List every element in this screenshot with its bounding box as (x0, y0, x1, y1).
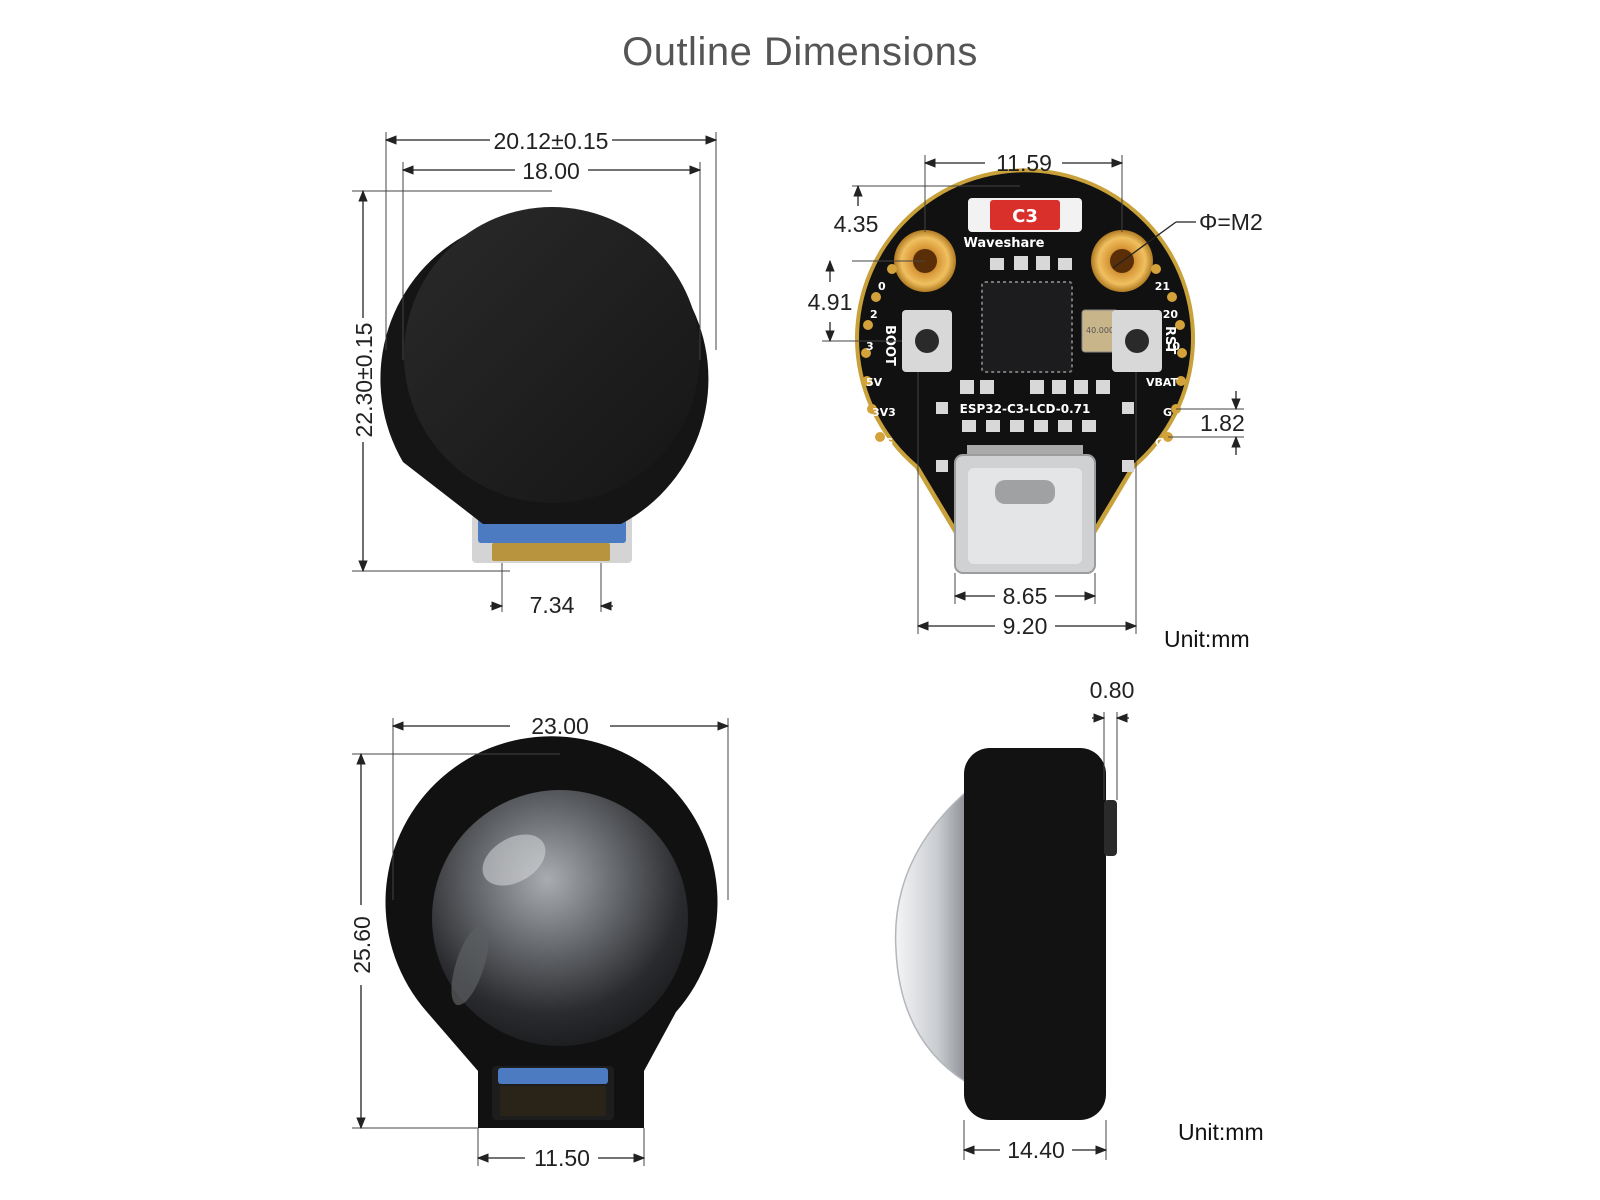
pcb-view: C3 Waveshare 40.000 BOOT RST (808, 150, 1263, 652)
fpc-gold (492, 543, 610, 561)
c3-logo-text: C3 (1012, 206, 1038, 227)
svg-text:2: 2 (870, 308, 878, 321)
silk-rst: RST (1162, 326, 1177, 354)
case-fpc-window (498, 1068, 608, 1084)
svg-text:40.000: 40.000 (1086, 326, 1114, 335)
front-fpc-width: 7.34 (530, 592, 575, 618)
front-height-overall: 22.30±0.15 (351, 323, 377, 438)
smd-components (936, 256, 1134, 472)
pin-labels-right: 21 20 10 VBAT G G (1146, 280, 1180, 449)
front-width-overall: 20.12±0.15 (494, 128, 609, 154)
silk-boot: BOOT (882, 325, 897, 366)
svg-text:G: G (1163, 406, 1172, 419)
case-lens (432, 790, 688, 1046)
pcb-usb-width: 8.65 (1003, 583, 1048, 609)
case-side-view: 0.80 14.40 Unit:mm (894, 677, 1264, 1163)
pcb-unit-label: Unit:mm (1164, 626, 1250, 652)
pcb-pad-pitch: 1.82 (1200, 410, 1245, 436)
svg-text:G: G (884, 436, 893, 449)
svg-text:20: 20 (1163, 308, 1179, 321)
svg-text:3: 3 (866, 340, 874, 353)
c3-logo (990, 200, 1060, 230)
side-unit-label: Unit:mm (1178, 1119, 1264, 1145)
front-view: 20.12±0.15 18.00 22.30±0.15 7.34 (351, 128, 718, 618)
svg-text:21: 21 (1155, 280, 1170, 293)
svg-text:3V3: 3V3 (872, 406, 896, 419)
esp32-chip (981, 281, 1073, 373)
side-button-protrusion: 0.80 (1090, 677, 1135, 703)
silk-brand: Waveshare (964, 236, 1045, 251)
display-screen (404, 207, 700, 503)
pcb-hole-spacing: 11.59 (996, 150, 1052, 176)
pin-labels-left: 0 2 3 5V 3V3 G (866, 280, 896, 449)
page-title: Outline Dimensions (622, 30, 978, 74)
pcb-hole-top-offset: 4.35 (834, 211, 879, 237)
pcb-button-spacing: 9.20 (1003, 613, 1048, 639)
svg-text:0: 0 (878, 280, 886, 293)
svg-text:5V: 5V (866, 376, 883, 389)
side-case-body (964, 748, 1106, 1120)
case-width-overall: 23.00 (531, 713, 589, 739)
pcb-hole-spec: Φ=M2 (1199, 209, 1263, 235)
svg-text:VBAT: VBAT (1146, 376, 1179, 389)
case-base-width: 11.50 (534, 1145, 590, 1171)
front-width-screen: 18.00 (522, 158, 580, 184)
case-front-view: 23.00 25.60 11.50 (349, 713, 730, 1171)
side-thickness: 14.40 (1007, 1137, 1065, 1163)
silk-model: ESP32-C3-LCD-0.71 (960, 402, 1091, 416)
case-height-overall: 25.60 (349, 916, 375, 974)
pcb-hole-to-button: 4.91 (808, 289, 853, 315)
side-button[interactable] (1104, 800, 1117, 856)
svg-text:G: G (1155, 436, 1164, 449)
svg-text:10: 10 (1165, 340, 1181, 353)
side-lens-dome (894, 790, 967, 1084)
